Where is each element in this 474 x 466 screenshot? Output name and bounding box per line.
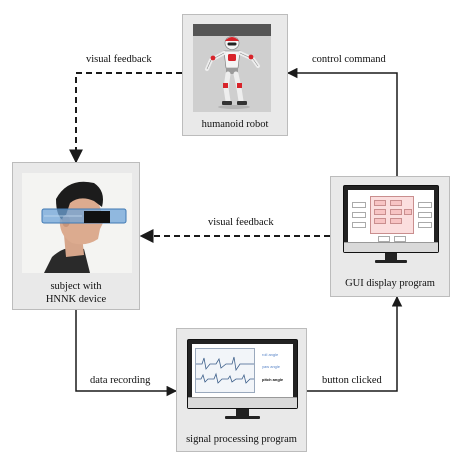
caption-signal-processing: signal processing program: [186, 434, 297, 445]
robot-figure-icon: [193, 24, 271, 112]
gui-monitor-chin: [344, 242, 438, 252]
gui-button: [390, 209, 402, 215]
gui-button: [390, 218, 402, 224]
caption-subject-line1: subject with: [50, 281, 102, 292]
caption-humanoid-robot: humanoid robot: [201, 119, 269, 130]
gui-button: [394, 236, 406, 242]
signal-legend-roll: roll angle: [262, 352, 279, 357]
node-signal-processing: roll angle yaw angle pitch angle signal …: [176, 328, 307, 452]
signal-screen: roll angle yaw angle pitch angle: [192, 344, 293, 397]
subject-photo: [22, 173, 132, 273]
caption-subject-line2: HNNK device: [45, 294, 107, 305]
gui-monitor-neck: [385, 253, 397, 260]
robot-image: [193, 24, 271, 112]
signal-monitor-base: [225, 416, 260, 419]
arrow-visual-feedback-top: [69, 72, 182, 164]
gui-button: [378, 236, 390, 242]
caption-gui-display: GUI display program: [345, 278, 435, 289]
gui-button: [352, 212, 366, 218]
gui-button: [374, 209, 386, 215]
gui-button: [390, 200, 402, 206]
gui-button: [352, 222, 366, 228]
label-button-clicked: button clicked: [322, 375, 382, 386]
gui-button: [418, 202, 432, 208]
signal-monitor-chin: [188, 397, 297, 408]
signal-legend-pitch: pitch angle: [262, 377, 284, 382]
signal-legend-yaw: yaw angle: [262, 364, 281, 369]
node-subject: subject with HNNK device: [12, 162, 140, 310]
label-data-recording: data recording: [90, 375, 151, 386]
arrow-button-clicked: [307, 295, 403, 392]
gui-monitor-base: [375, 260, 407, 263]
gui-button: [352, 202, 366, 208]
subject-head-icon: [22, 173, 132, 273]
gui-monitor: [343, 185, 439, 253]
gui-button: [418, 212, 432, 218]
label-visual-feedback-mid: visual feedback: [208, 217, 274, 228]
gui-screen: [348, 190, 434, 242]
label-visual-feedback-top: visual feedback: [86, 54, 152, 65]
arrow-data-recording: [75, 310, 178, 397]
signal-monitor: roll angle yaw angle pitch angle: [187, 339, 298, 409]
arrow-control-command: [286, 67, 398, 176]
label-control-command: control command: [312, 54, 386, 65]
signal-plot: [195, 348, 255, 393]
signal-monitor-neck: [236, 409, 249, 416]
gui-button: [374, 218, 386, 224]
gui-button: [404, 209, 412, 215]
gui-button: [374, 200, 386, 206]
gui-button: [418, 222, 432, 228]
node-gui-display: GUI display program: [330, 176, 450, 297]
node-humanoid-robot: humanoid robot: [182, 14, 288, 136]
signal-waveform-icon: [196, 356, 254, 384]
